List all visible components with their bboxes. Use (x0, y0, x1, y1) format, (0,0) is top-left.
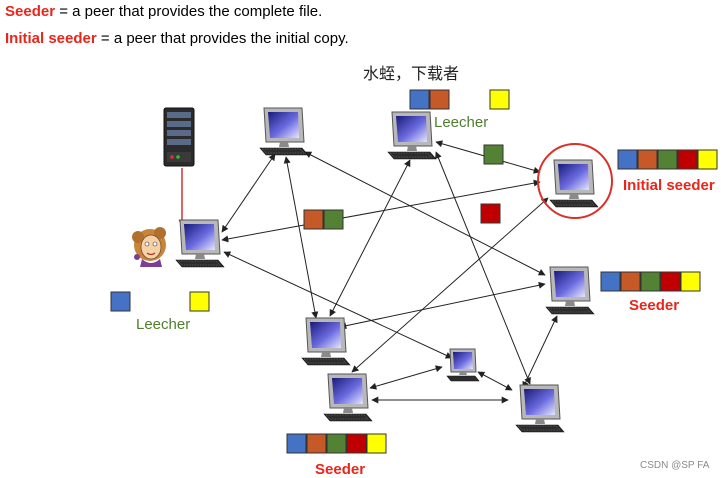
link-mid-small-bottom-right (477, 371, 513, 391)
desktop-computer-icon (549, 159, 599, 208)
seeder-bottom-chunk (346, 433, 367, 454)
link-peer-a-peer-c (283, 156, 319, 319)
transit-chunk (323, 209, 344, 230)
left-leecher-chunk (110, 291, 131, 312)
seeder-right-chunk (660, 271, 681, 292)
seeder-label-bottom: Seeder (315, 461, 366, 478)
initial-seeder-label: Initial seeder (623, 177, 715, 194)
file-chunks (110, 89, 718, 454)
initial-seeder-chunk (637, 149, 658, 170)
desktop-computer-icon (446, 348, 480, 382)
leecher-label-top: Leecher (434, 114, 489, 131)
seeder-bottom-chunk (326, 433, 347, 454)
desktop-computer-icon (259, 107, 309, 156)
link-seeder-right-bottom-right (522, 315, 558, 389)
desktop-computer-icon (515, 384, 565, 433)
seeder-definition-text: = a peer that provides the complete file… (55, 3, 323, 20)
peer-connections (221, 140, 558, 404)
top-leecher-chunk (429, 89, 450, 110)
server-tower-icon (163, 107, 195, 167)
initial-seeder-highlight (537, 143, 613, 219)
initial-seeder-chunk (697, 149, 718, 170)
leecher-label-left: Leecher (136, 316, 191, 333)
caption-chinese: 水蛭，下载者 (363, 64, 460, 83)
seeder-right-chunk (640, 271, 661, 292)
seeder-term: Seeder (5, 3, 56, 20)
initial-seeder-definition: Initial seeder = a peer that provides th… (5, 30, 349, 47)
watermark: CSDN @SP FA (640, 460, 710, 471)
seeder-right-chunk (680, 271, 701, 292)
desktop-computer-icon (301, 317, 351, 366)
seeder-definition: Seeder = a peer that provides the comple… (5, 3, 322, 20)
transit-chunk (480, 203, 501, 224)
seeder-right-chunk (600, 271, 621, 292)
initial-seeder-definition-text: = a peer that provides the initial copy. (96, 30, 349, 47)
desktop-computer-icon (387, 111, 437, 160)
initial-seeder-chunk (617, 149, 638, 170)
left-leecher-chunk (189, 291, 210, 312)
seeder-label-right: Seeder (629, 297, 680, 314)
initial-seeder-chunk (677, 149, 698, 170)
link-peer-c-seeder-right (339, 281, 546, 330)
top-leecher-chunk (489, 89, 510, 110)
link-initial-seeder-seeder-bottom (351, 197, 549, 373)
link-leecher-peer-a (221, 153, 276, 233)
desktop-computer-icon (323, 373, 373, 422)
seeder-right-chunk (620, 271, 641, 292)
seeder-bottom-chunk (286, 433, 307, 454)
transit-chunk (303, 209, 324, 230)
initial-seeder-term: Initial seeder (5, 30, 97, 47)
person-icon (132, 227, 166, 267)
transit-chunk (483, 144, 504, 165)
initial-seeder-chunk (657, 149, 678, 170)
seeder-bottom-chunk (306, 433, 327, 454)
link-seeder-bottom-mid-small (369, 365, 443, 390)
top-leecher-chunk (409, 89, 430, 110)
desktop-computer-icon (545, 266, 595, 315)
seeder-bottom-chunk (366, 433, 387, 454)
desktop-computer-icon (175, 219, 225, 268)
link-top-leecher-peer-c (329, 159, 411, 317)
